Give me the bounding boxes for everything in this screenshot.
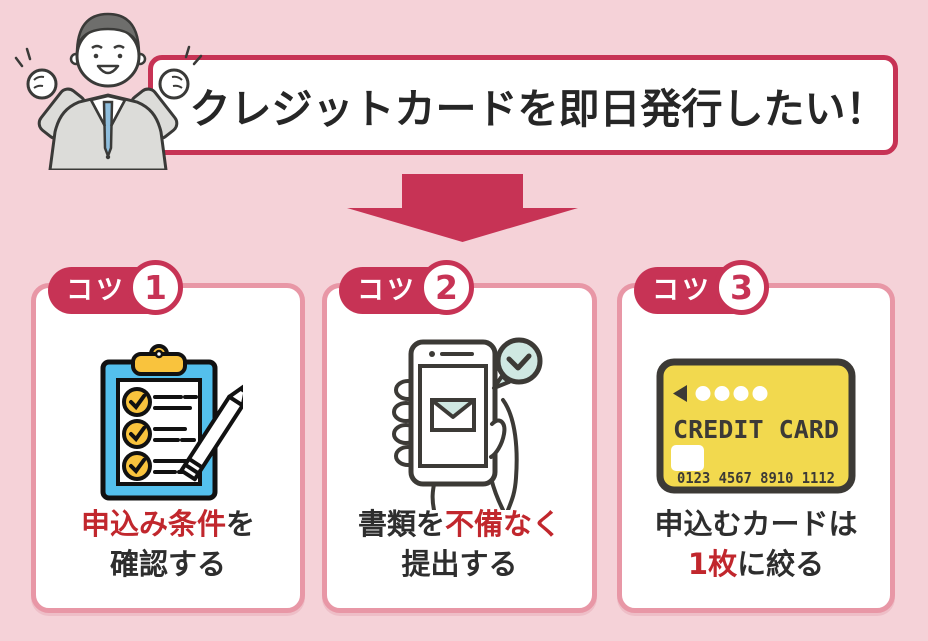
tip3-badge-number: 3 <box>714 260 769 315</box>
eyebrows <box>91 44 125 50</box>
tie <box>102 100 114 160</box>
suit-button <box>105 154 111 160</box>
title-banner: クレジットカードを即日発行したい！ <box>148 55 898 155</box>
tip-card-2: コツ 2 <box>322 260 597 613</box>
hair <box>75 12 141 55</box>
credit-card-icon: CREDIT CARD 0123 4567 8910 1112 <box>656 358 856 494</box>
tip3-badge: コツ 3 <box>634 260 769 318</box>
down-arrow-icon <box>347 174 578 242</box>
smile-mouth <box>96 64 120 75</box>
tip1-caption: 申込み条件を 確認する <box>80 507 256 581</box>
left-fist <box>26 68 58 100</box>
credit-card-brand-text: CREDIT CARD <box>673 415 839 444</box>
tip-card-1: コツ 1 <box>31 260 305 613</box>
page-title: クレジットカードを即日発行したい！ <box>189 85 887 133</box>
pencil-icon <box>179 382 243 482</box>
tip2-caption: 書類を不備なく 提出する <box>357 507 562 581</box>
lapels <box>89 99 127 127</box>
tip1-badge-number: 1 <box>128 260 183 315</box>
card-chip <box>671 445 704 471</box>
arrow-left-glyph <box>673 385 687 402</box>
right-fist <box>158 68 190 100</box>
clipboard-checklist-icon <box>100 344 243 501</box>
tip2-badge: コツ 2 <box>339 260 474 318</box>
mail-icon <box>429 398 476 432</box>
tip1-badge: コツ 1 <box>48 260 183 318</box>
check-bubble-icon <box>491 337 542 390</box>
sparkle-icon <box>14 45 203 68</box>
tip2-badge-number: 2 <box>419 260 474 315</box>
tip-card-3: コツ 3 CREDIT CARD 0123 4567 8910 1112 申込む… <box>617 260 895 613</box>
businessman-illustration <box>14 12 203 170</box>
tip3-caption: 申込むカードは 1枚に絞る <box>654 507 858 581</box>
credit-card-number-text: 0123 4567 8910 1112 <box>677 469 835 487</box>
smartphone-mail-check-icon <box>391 337 542 510</box>
